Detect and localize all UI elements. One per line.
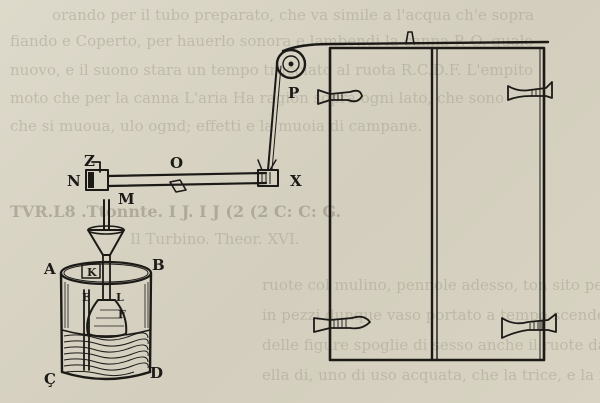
rod-top-edge [106,171,268,178]
arm-z [91,161,101,173]
bracket-n [85,169,109,191]
label-x: X [290,172,302,190]
label-c: Ç [44,370,56,388]
pulley-assembly [267,31,550,171]
figure-labels: A B Ç D E F K L M N O P X Z [43,84,302,388]
lever-rod [85,159,279,231]
hinge-bottom-left [313,315,371,333]
label-k: K [87,266,97,279]
rod-bottom-edge [106,181,268,188]
bracket-shadow [88,172,94,188]
vessel-bottom [60,370,152,381]
vessel-rim-inner [63,263,149,283]
label-n: N [67,172,81,190]
double-door [328,46,546,362]
label-l: L [116,291,124,304]
vessel-rim [59,260,153,286]
funnel-cup-rim [87,225,125,235]
label-o: O [170,154,183,172]
top-knob [405,31,415,45]
hinge-top-right [507,81,553,101]
label-a: A [43,260,56,278]
bleed-line-3: nuovo, e il suono stara un tempo truccia… [10,61,533,79]
hinge-top-left [317,89,363,105]
hinge-bottom-right [501,313,557,339]
label-d: D [150,364,163,382]
k-chamber [81,263,101,279]
vessel-left-wall [59,271,64,374]
bleed-line-2: fiando e Coperto, per hauerlo sonora e l… [10,32,533,50]
bleed-line-1: orando per il tubo preparato, che va sim… [52,6,534,24]
bleed-line-6: Il Turbino. Theor. XVI. [130,230,300,248]
bleed-line-4: moto che per la canna L'aria Ha ragion s… [10,89,504,107]
pulley-hub [282,55,300,73]
bleed-heading: TVR.L8 .Ttonnte. I J. I J (2 (2 C: C: G. [10,202,341,221]
label-e: E [82,291,90,304]
vessel-shading [64,282,149,328]
water-vessel [59,260,153,381]
water-hatching [63,332,149,377]
label-b: B [152,256,165,274]
bleed-line-10: ella di, uno di uso acquata, che la tric… [262,366,600,384]
bleed-line-5: che si muoua, ulo ognd; effetti e la muo… [10,117,422,135]
label-z: Z [84,152,95,170]
weight-o [169,179,187,193]
label-p: P [288,84,299,102]
cord-vertical [267,63,278,171]
label-f: F [118,308,126,321]
label-m: M [118,190,135,208]
vessel-right-wall [148,271,153,374]
inner-funnel-bell [81,225,128,371]
cord-top [281,40,550,53]
